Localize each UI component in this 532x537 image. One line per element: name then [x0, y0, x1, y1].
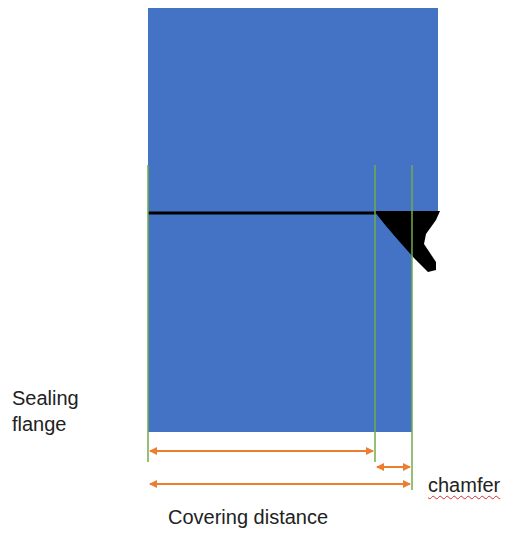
dimension-label: chamfer — [428, 472, 524, 498]
sealing-flange-part — [148, 213, 412, 432]
sealant-bead — [374, 211, 440, 272]
dimension-arrow — [377, 466, 410, 468]
joint-line — [148, 212, 376, 215]
upper-part — [148, 8, 438, 213]
dimension-arrow — [150, 483, 410, 485]
extension-line — [374, 165, 376, 462]
dimension-label: Covering distance — [168, 504, 408, 530]
part-label: Sealing flange — [12, 385, 112, 437]
extension-line — [411, 165, 413, 490]
extension-line — [147, 165, 149, 462]
dimension-arrow — [150, 450, 373, 452]
